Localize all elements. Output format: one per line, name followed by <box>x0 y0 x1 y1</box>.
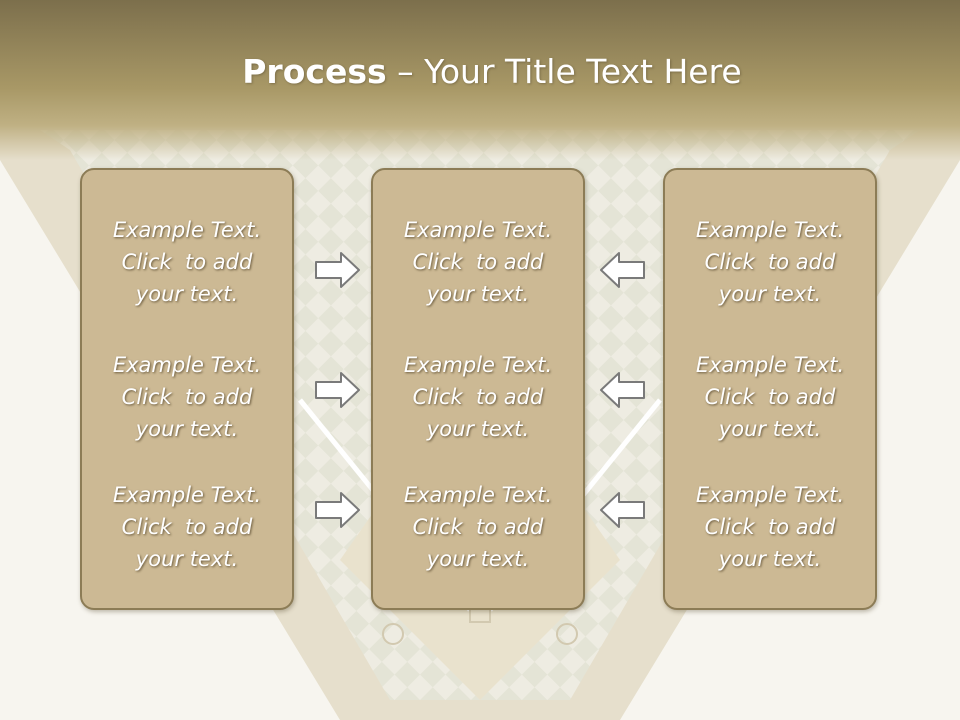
text-line: Click to add <box>704 385 836 409</box>
text-line: Click to add <box>121 385 253 409</box>
arrow-left-icon <box>600 252 645 288</box>
text-line: Click to add <box>412 385 544 409</box>
text-line: Click to add <box>704 515 836 539</box>
text-line: Click to add <box>412 250 544 274</box>
text-line: Click to add <box>121 250 253 274</box>
text-line: Click to add <box>704 250 836 274</box>
title-bold: Process <box>242 52 387 91</box>
text-placeholder[interactable]: Example Text. Click to add your text. <box>82 349 292 445</box>
text-placeholder[interactable]: Example Text. Click to add your text. <box>665 349 875 445</box>
text-placeholder[interactable]: Example Text. Click to add your text. <box>665 214 875 310</box>
text-placeholder[interactable]: Example Text. Click to add your text. <box>665 479 875 575</box>
text-line: Example Text. <box>112 218 262 242</box>
text-line: your text. <box>718 282 822 306</box>
title-banner <box>0 0 960 160</box>
text-line: Click to add <box>121 515 253 539</box>
text-placeholder[interactable]: Example Text. Click to add your text. <box>373 349 583 445</box>
text-line: Example Text. <box>403 353 553 377</box>
text-line: Example Text. <box>112 353 262 377</box>
text-line: Click to add <box>412 515 544 539</box>
text-line: your text. <box>135 547 239 571</box>
text-placeholder[interactable]: Example Text. Click to add your text. <box>373 214 583 310</box>
text-line: Example Text. <box>695 353 845 377</box>
arrow-right-icon <box>315 372 360 408</box>
process-box-middle[interactable]: Example Text. Click to add your text. Ex… <box>371 168 585 610</box>
text-line: your text. <box>135 417 239 441</box>
text-line: your text. <box>426 282 530 306</box>
text-line: Example Text. <box>695 218 845 242</box>
text-placeholder[interactable]: Example Text. Click to add your text. <box>82 214 292 310</box>
text-line: Example Text. <box>112 483 262 507</box>
text-line: your text. <box>426 417 530 441</box>
process-box-right[interactable]: Example Text. Click to add your text. Ex… <box>663 168 877 610</box>
title-rest: – Your Title Text Here <box>386 52 742 91</box>
text-line: your text. <box>718 417 822 441</box>
arrow-left-icon <box>600 372 645 408</box>
text-line: your text. <box>718 547 822 571</box>
text-line: your text. <box>426 547 530 571</box>
text-placeholder[interactable]: Example Text. Click to add your text. <box>373 479 583 575</box>
text-line: Example Text. <box>403 218 553 242</box>
arrow-right-icon <box>315 492 360 528</box>
text-line: Example Text. <box>695 483 845 507</box>
text-line: your text. <box>135 282 239 306</box>
arrow-left-icon <box>600 492 645 528</box>
process-box-left[interactable]: Example Text. Click to add your text. Ex… <box>80 168 294 610</box>
arrow-right-icon <box>315 252 360 288</box>
slide-title[interactable]: Process – Your Title Text Here <box>0 52 960 91</box>
text-line: Example Text. <box>403 483 553 507</box>
text-placeholder[interactable]: Example Text. Click to add your text. <box>82 479 292 575</box>
